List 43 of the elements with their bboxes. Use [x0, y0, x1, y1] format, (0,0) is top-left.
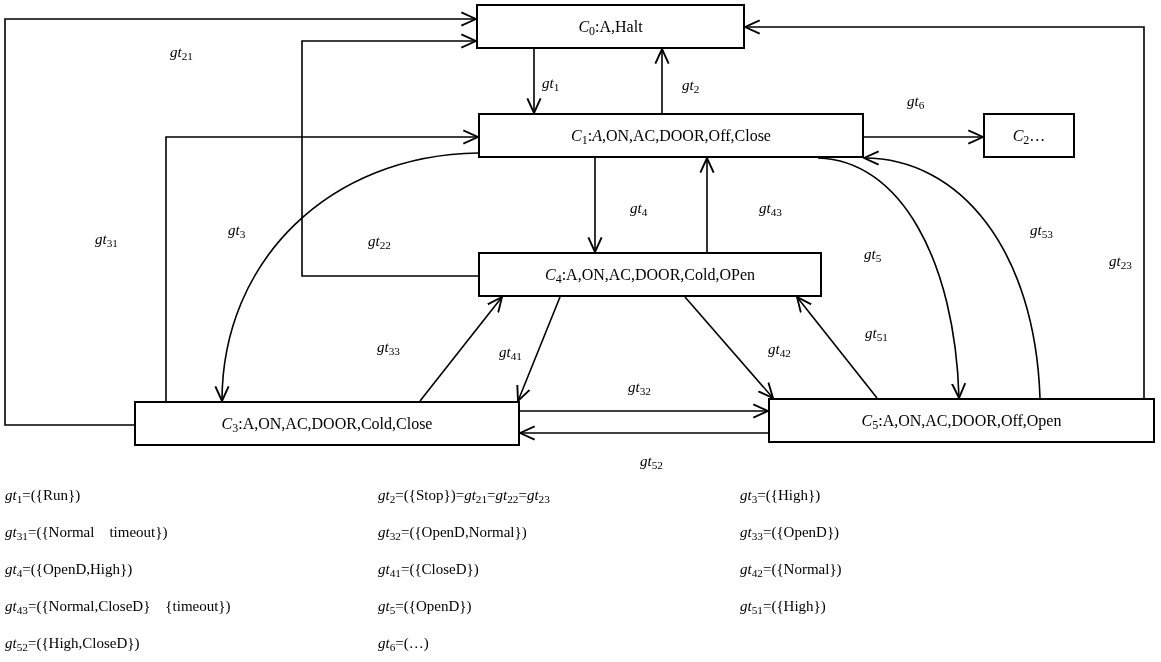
state-box [476, 4, 745, 49]
state-label: C$_{5}$:A,ON,AC,DOOR,Off,Open [861, 411, 1062, 430]
guard-definition: gt$_{32}$=({OpenD,Normal}) [378, 523, 527, 541]
arrow [516, 296, 561, 402]
arrow [301, 33, 479, 277]
arrow [744, 19, 1145, 399]
guard-definition: gt$_{2}$=({Stop})=gt$_{21}$=gt$_{22}$=gt$_{23}$ [378, 486, 550, 504]
state-label: C$_{2}$… [1012, 126, 1046, 145]
arrow [587, 157, 603, 253]
arrow [654, 48, 670, 114]
state-box [478, 113, 864, 158]
arrow [519, 403, 769, 419]
arrow [863, 151, 1041, 399]
guard-definition: gt$_{31}$=({Normal timeout}) [5, 523, 168, 541]
guard-definition: gt$_{5}$=({OpenD}) [378, 597, 472, 615]
guard-definition: gt$_{4}$=({OpenD,High}) [5, 560, 133, 578]
guard-definition: gt$_{52}$=({High,CloseD}) [5, 634, 140, 652]
state-box [768, 398, 1155, 443]
state-label: C$_{4}$:A,ON,AC,DOOR,Cold,OPen [545, 265, 755, 284]
arrow [215, 152, 479, 402]
state-label: C$_{1}$:A,ON,AC,DOOR,Off,Close [571, 126, 771, 145]
arrow [519, 425, 769, 441]
state-label: C$_{3}$:A,ON,AC,DOOR,Cold,Close [221, 414, 433, 433]
guard-definition: gt$_{41}$=({CloseD}) [378, 560, 479, 578]
state-label: C$_{0}$:A,Halt [578, 17, 643, 36]
state-box [478, 252, 822, 297]
guard-definition: gt$_{51}$=({High}) [740, 597, 826, 615]
arrow [4, 11, 477, 426]
arrow [863, 129, 984, 145]
guard-definition: gt$_{3}$=({High}) [740, 486, 821, 504]
guard-definition: gt$_{42}$=({Normal}) [740, 560, 842, 578]
guard-definition: gt$_{6}$=(…) [378, 634, 429, 652]
guard-definition: gt$_{33}$=({OpenD}) [740, 523, 840, 541]
state-box [134, 401, 520, 446]
guard-definition: gt$_{1}$=({Run}) [5, 486, 81, 504]
arrow [796, 296, 878, 399]
arrow [419, 296, 503, 402]
arrow [699, 157, 715, 253]
arrow [526, 48, 542, 114]
state-box [983, 113, 1075, 158]
arrow [684, 296, 774, 399]
guard-definition: gt$_{43}$=({Normal,CloseD} {timeout}) [5, 597, 231, 615]
arrow [165, 129, 479, 402]
